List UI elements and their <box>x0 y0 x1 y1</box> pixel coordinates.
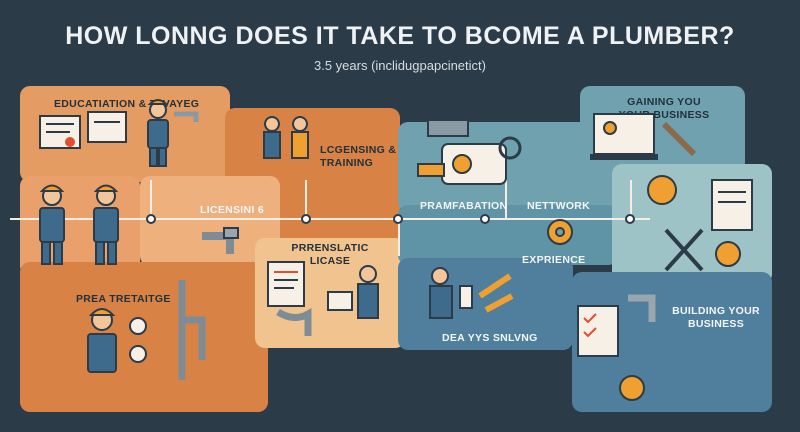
checklist-icon <box>577 294 656 401</box>
timeline-main <box>10 218 650 220</box>
label-network: NETTWORK <box>527 200 591 212</box>
timeline-dot-4 <box>480 214 490 224</box>
page-subtitle: 3.5 years (inclidugpapcinetict) <box>314 58 486 73</box>
panel-daily-solving <box>398 258 573 350</box>
plumber-repair-icon <box>429 267 514 319</box>
plumber-with-tools-icon <box>87 308 147 373</box>
panel-prerequisite <box>20 262 268 412</box>
page-title: HOW LONNG DOES IT TAKE TO BCOME A PLUMBE… <box>65 22 735 50</box>
timeline-dot-5 <box>625 214 635 224</box>
label-presentation-license: PRRENSLATIC LICASE <box>291 242 369 268</box>
timeline-connector-4 <box>505 180 507 220</box>
timeline-connector-5 <box>630 180 632 220</box>
timeline-connector-3 <box>398 218 400 256</box>
label-licensing: LICENSINI 6 <box>200 204 264 216</box>
machinery-icon <box>417 119 522 185</box>
label-daily-solving: DEA YYS SNLVNG <box>442 332 538 344</box>
gear-icon <box>547 219 573 245</box>
timeline-dot-2 <box>301 214 311 224</box>
timeline-dot-1 <box>146 214 156 224</box>
label-experience: EXPRIENCE <box>522 254 586 266</box>
label-prerequisite: PREA TRETAITGE <box>76 293 171 305</box>
two-plumbers-icon <box>39 184 119 265</box>
license-document-icon <box>267 261 379 336</box>
label-preparation: PRAMFABATION <box>420 200 508 212</box>
label-licensing-training: LCGENSING & TRAINING <box>320 144 397 170</box>
timeline-dot-3 <box>393 214 403 224</box>
pipe-icon <box>202 227 239 254</box>
label-building-business: BUILDING YOUR BUSINESS <box>672 305 760 331</box>
panel-experience <box>398 205 618 265</box>
workers-icon <box>263 116 309 159</box>
blueprint-tools-icon <box>647 175 753 272</box>
pipes-column-icon <box>178 280 206 380</box>
timeline-connector-2 <box>305 180 307 220</box>
timeline-connector-1 <box>150 180 152 220</box>
laptop-icon <box>590 113 697 160</box>
plumber-figure-icon <box>147 99 199 167</box>
certificate-icon <box>39 111 127 149</box>
